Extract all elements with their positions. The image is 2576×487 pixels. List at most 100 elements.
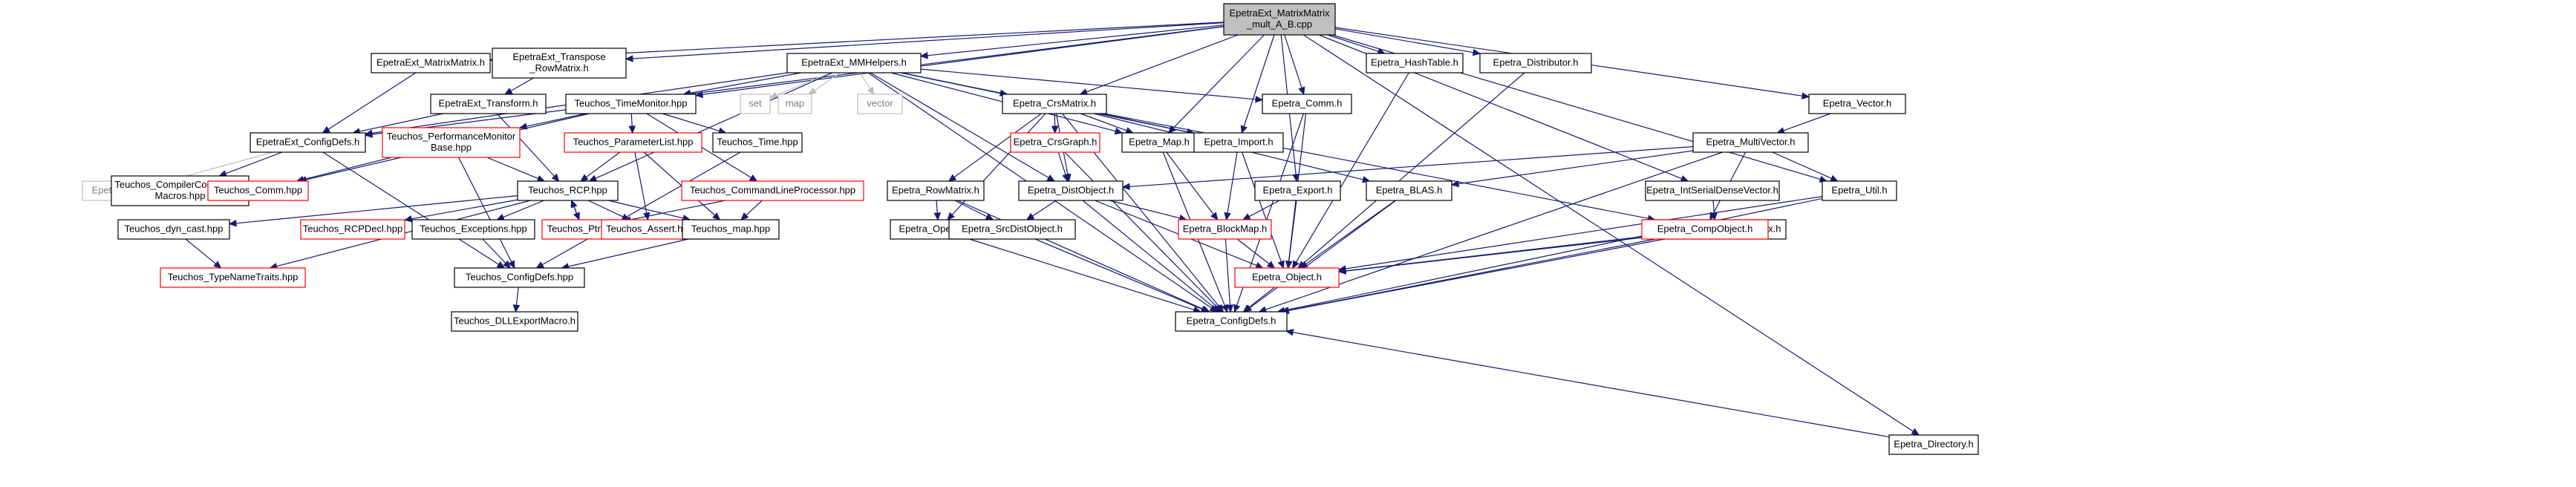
node-ebm[interactable]: Epetra_BlockMap.h [1178,219,1272,240]
node-emap[interactable]: Epetra_Map.h [1121,132,1197,153]
edge-ecrs-to-ecg [1051,113,1059,134]
node-label: Epetra_CrsGraph.h [1014,136,1098,147]
node-box [682,219,780,240]
node-label: Epetra_Util.h [1831,184,1887,195]
node-label: Teuchos_CommandLineProcessor.hpp [690,184,855,195]
node-eisdv[interactable]: Epetra_IntSerialDenseVector.h [1645,180,1780,201]
node-box [1808,94,1906,114]
node-eemm[interactable]: EpetraExt_MatrixMatrix.h [371,53,491,73]
node-trcpd[interactable]: Teuchos_RCPDecl.hpp [300,219,405,240]
node-box [371,53,491,73]
node-label: Epetra_Object.h [1252,271,1322,282]
node-label: set [749,97,762,108]
edge-eop-to-ecd [969,238,1201,313]
node-box [1645,180,1780,201]
node-label: Teuchos_Ptr.hpp [547,223,619,234]
node-tcd[interactable]: Teuchos_ConfigDefs.hpp [454,267,585,288]
node-eetf[interactable]: EpetraExt_Transform.h [430,94,547,114]
node-set: set [740,94,771,114]
node-box [454,267,585,288]
node-label: Epetra_HashTable.h [1371,56,1458,68]
node-ecomm[interactable]: Epetra_Comm.h [1262,94,1352,114]
node-box [681,180,864,201]
node-ecrs[interactable]: Epetra_CrsMatrix.h [1002,94,1107,114]
node-box [948,219,1076,240]
node-eobj[interactable]: Epetra_Object.h [1234,267,1340,288]
node-box [1223,3,1336,36]
node-evec[interactable]: Epetra_Vector.h [1808,94,1906,114]
node-label: Epetra_CrsMatrix.h [1013,97,1096,108]
node-root: EpetraExt_MatrixMatrix_mult_A_B.cpp [1223,3,1336,36]
node-eecd[interactable]: EpetraExt_ConfigDefs.h [250,132,366,153]
node-eemmh[interactable]: EpetraExt_MMHelpers.h [786,53,922,73]
node-box [451,311,578,332]
node-ttm[interactable]: Teuchos_TimeMonitor.hpp [565,94,697,114]
node-label: Teuchos_TimeMonitor.hpp [575,97,688,108]
node-map: map [777,94,812,114]
node-box [1010,132,1100,153]
node-label: Base.hpp [431,142,472,153]
node-tdll[interactable]: Teuchos_DLLExportMacro.h [451,311,578,332]
node-box [1888,434,1979,455]
node-label: Teuchos_PerformanceMonitor [387,131,516,142]
node-box [1262,94,1352,114]
edge-edir-to-ecd [1285,328,1890,438]
edge-emv-to-eutil [1772,151,1839,182]
node-label: Epetra_ConfigDefs.h [1187,315,1276,326]
edge-trcp-to-tdc [228,195,518,227]
node-tt[interactable]: Teuchos_Time.hpp [712,132,803,153]
node-tmap[interactable]: Teuchos_map.hpp [682,219,780,240]
node-tclp[interactable]: Teuchos_CommandLineProcessor.hpp [681,180,864,201]
edge-ebm-to-eobj [1236,238,1276,269]
node-emv[interactable]: Epetra_MultiVector.h [1692,132,1809,153]
node-edist[interactable]: Epetra_Distributor.h [1479,53,1592,73]
node-eexp[interactable]: Epetra_Export.h [1254,180,1341,201]
node-label: Epetra_Map.h [1129,136,1190,147]
node-box [207,180,309,201]
node-label: Epetra_DistObject.h [1028,184,1114,195]
node-erm[interactable]: Epetra_RowMatrix.h [887,180,985,201]
edge-emv-to-edo [1121,146,1694,191]
node-eht[interactable]: Epetra_HashTable.h [1366,53,1464,73]
node-label: Teuchos_Exceptions.hpp [420,223,527,234]
edge-tpmb-to-tcd [458,157,515,269]
node-label: Epetra_RowMatrix.h [892,184,979,195]
node-tpl[interactable]: Teuchos_ParameterList.hpp [564,132,702,153]
edge-erm-to-eop [933,200,942,221]
node-eutil[interactable]: Epetra_Util.h [1822,180,1897,201]
node-texc[interactable]: Teuchos_Exceptions.hpp [411,219,535,240]
node-label: _mult_A_B.cpp [1246,19,1312,30]
node-label: EpetraExt_MMHelpers.h [801,56,907,68]
node-box [492,48,627,79]
node-label: Teuchos_Time.hpp [717,136,798,147]
node-esdo[interactable]: Epetra_SrcDistObject.h [948,219,1076,240]
node-box [564,132,702,153]
node-label: EpetraExt_ConfigDefs.h [256,136,359,147]
node-edo[interactable]: Epetra_DistObject.h [1018,180,1124,201]
edge-edo-to-ecd [1082,200,1220,313]
node-eimp[interactable]: Epetra_Import.h [1193,132,1284,153]
node-eblas[interactable]: Epetra_BLAS.h [1366,180,1452,201]
node-ttnt[interactable]: Teuchos_TypeNameTraits.hpp [160,267,306,288]
node-trcp[interactable]: Teuchos_RCP.hpp [517,180,619,201]
node-box [1002,94,1107,114]
node-box [1692,132,1809,153]
node-ecd[interactable]: Epetra_ConfigDefs.h [1175,311,1288,332]
node-box [1175,311,1288,332]
node-box [1121,132,1197,153]
edge-root-to-emap [1167,34,1265,134]
node-ecg[interactable]: Epetra_CrsGraph.h [1010,132,1100,153]
edge-eisdm-to-ecd [1281,238,1665,314]
node-eetr[interactable]: EpetraExt_Transpose_RowMatrix.h [492,48,627,79]
node-edir[interactable]: Epetra_Directory.h [1888,434,1979,455]
node-label: Teuchos_ParameterList.hpp [573,136,694,147]
edge-erm-to-ecd [957,200,1210,313]
node-box [777,94,812,114]
node-box [1018,180,1124,201]
node-tcomm[interactable]: Teuchos_Comm.hpp [207,180,309,201]
node-tdc[interactable]: Teuchos_dyn_cast.hpp [117,219,230,240]
node-eco[interactable]: Epetra_CompObject.h [1641,219,1769,240]
node-label: Epetra_Distributor.h [1493,56,1579,68]
node-label: Epetra_Directory.h [1894,438,1973,449]
